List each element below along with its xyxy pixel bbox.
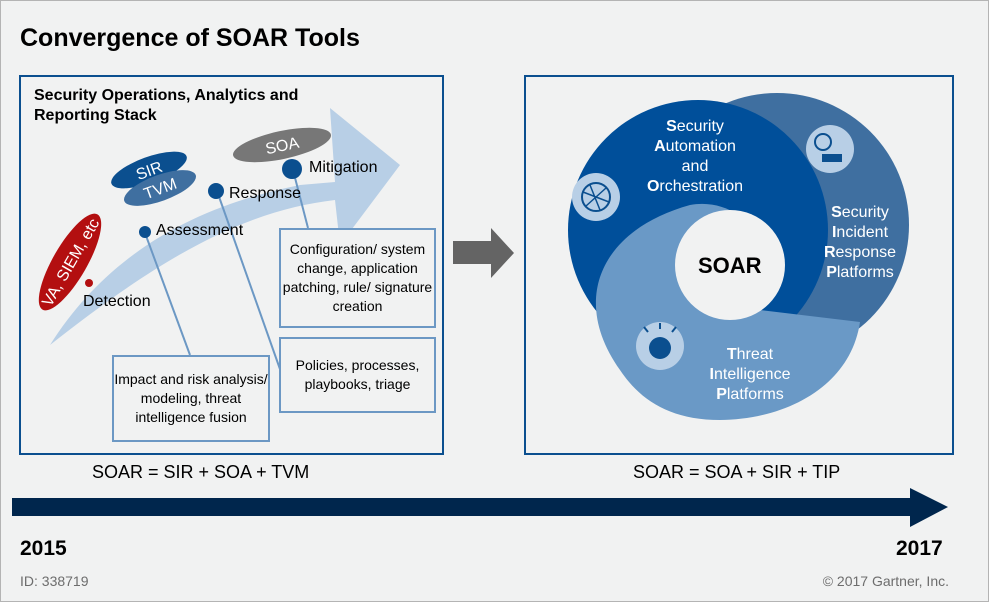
- soar-center-label: SOAR: [698, 253, 762, 278]
- transition-arrow-icon: [453, 228, 514, 278]
- soa-label: SOA: [264, 135, 301, 159]
- stage-assessment: Assessment: [156, 222, 244, 239]
- response-description: Policies, processes, playbooks, triage: [295, 357, 420, 392]
- mitigation-box: Configuration/ system change, applicatio…: [279, 228, 436, 328]
- figure-title: Convergence of SOAR Tools: [20, 24, 360, 52]
- stage-response: Response: [229, 185, 302, 202]
- progression-arrow: [50, 108, 400, 345]
- tip-circle-label: Threat Intelligence Platforms: [709, 346, 791, 403]
- assessment-connector: [144, 232, 191, 356]
- copyright: © 2017 Gartner, Inc.: [822, 573, 949, 589]
- detection-dot: [85, 279, 93, 287]
- va-siem-ellipse: [38, 213, 102, 311]
- response-box: Policies, processes, playbooks, triage: [279, 337, 436, 413]
- formula-2015: SOAR = SIR + SOA + TVM: [92, 462, 310, 482]
- response-connector: [216, 190, 282, 373]
- right-panel: [524, 75, 954, 455]
- assessment-dot: [139, 226, 151, 238]
- soar-center-circle: [675, 210, 785, 320]
- timeline-arrowhead: [910, 488, 948, 527]
- year-start: 2015: [20, 537, 67, 560]
- mitigation-dot: [282, 159, 302, 179]
- left-panel: Security Operations, Analytics and Repor…: [19, 75, 444, 455]
- sir-ellipse: [111, 151, 187, 189]
- stage-detection: Detection: [83, 293, 151, 310]
- mitigation-description: Configuration/ system change, applicatio…: [282, 241, 433, 314]
- tvm-ellipse: [124, 170, 196, 206]
- soa-ellipse: [233, 127, 331, 163]
- mitigation-connector: [292, 169, 309, 229]
- assessment-description: Impact and risk analysis/ modeling, thre…: [114, 371, 268, 425]
- sir-circle-label: Security Incident Response Platforms: [823, 204, 897, 281]
- timeline-bar: [12, 498, 912, 516]
- stage-mitigation: Mitigation: [309, 159, 378, 176]
- assessment-box: Impact and risk analysis/ modeling, thre…: [112, 355, 270, 442]
- response-dot: [208, 183, 224, 199]
- left-panel-heading: Security Operations, Analytics and Repor…: [34, 87, 299, 124]
- formula-2017: SOAR = SOA + SIR + TIP: [633, 462, 841, 482]
- soa-circle-label: Security Automation and Orchestration: [646, 118, 744, 195]
- figure-id: ID: 338719: [20, 573, 89, 589]
- year-end: 2017: [896, 537, 943, 560]
